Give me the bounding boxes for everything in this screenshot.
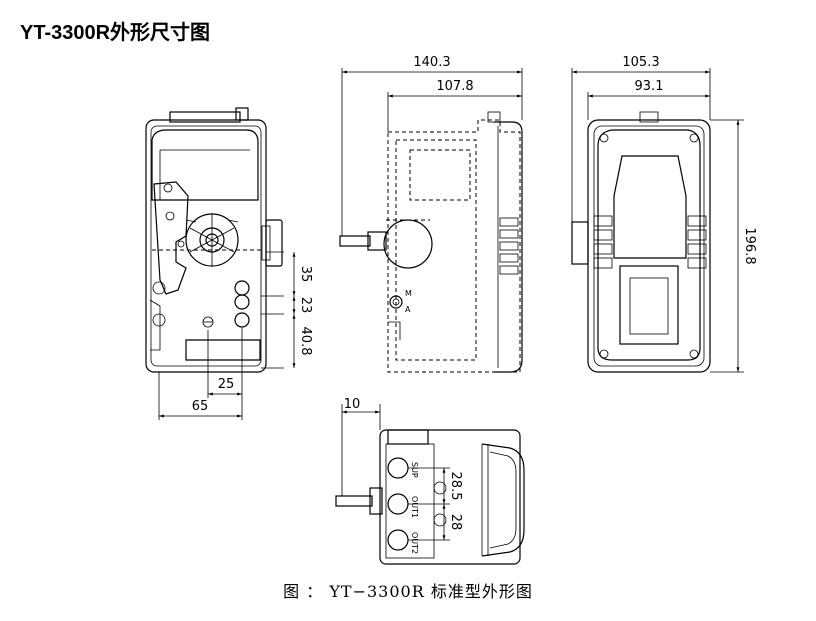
side-ribs: [499, 217, 519, 275]
dim-25: 25: [218, 377, 235, 392]
side-view: M A: [339, 111, 523, 373]
dim-65: 65: [192, 399, 209, 414]
dim-10: 10: [344, 397, 361, 412]
bottom-dimensions: 10 28.5 28: [341, 397, 463, 541]
right-ribs: [593, 215, 707, 269]
front-dimensions: 35 23 40.8 25 65: [158, 252, 313, 420]
right-view: [571, 111, 711, 373]
dim-28: 28: [448, 514, 463, 531]
dim-105-3: 105.3: [622, 55, 659, 70]
dim-40-8: 40.8: [298, 327, 313, 356]
right-dimensions: 105.3 93.1 196.8: [571, 55, 757, 373]
label-m: M: [405, 289, 412, 298]
dim-28-5: 28.5: [448, 472, 463, 501]
bottom-view: SUP OUT1 OUT2: [335, 429, 525, 565]
dim-23: 23: [298, 297, 313, 314]
dim-196-8: 196.8: [742, 227, 757, 264]
label-a: A: [405, 305, 411, 314]
front-view: [145, 107, 284, 373]
dim-93-1: 93.1: [635, 79, 664, 94]
port-sup-label: SUP: [410, 462, 419, 478]
page-title: YT-3300R外形尺寸图: [20, 22, 211, 44]
port-out1-label: OUT1: [410, 496, 419, 518]
figure-caption: 图 ： YT−3300R 标准型外形图: [283, 582, 533, 601]
dim-140-3: 140.3: [413, 55, 450, 70]
port-out2-label: OUT2: [410, 532, 419, 554]
dim-107-8: 107.8: [436, 79, 473, 94]
dim-35: 35: [298, 266, 313, 283]
side-dimensions: 140.3 107.8: [341, 55, 523, 236]
